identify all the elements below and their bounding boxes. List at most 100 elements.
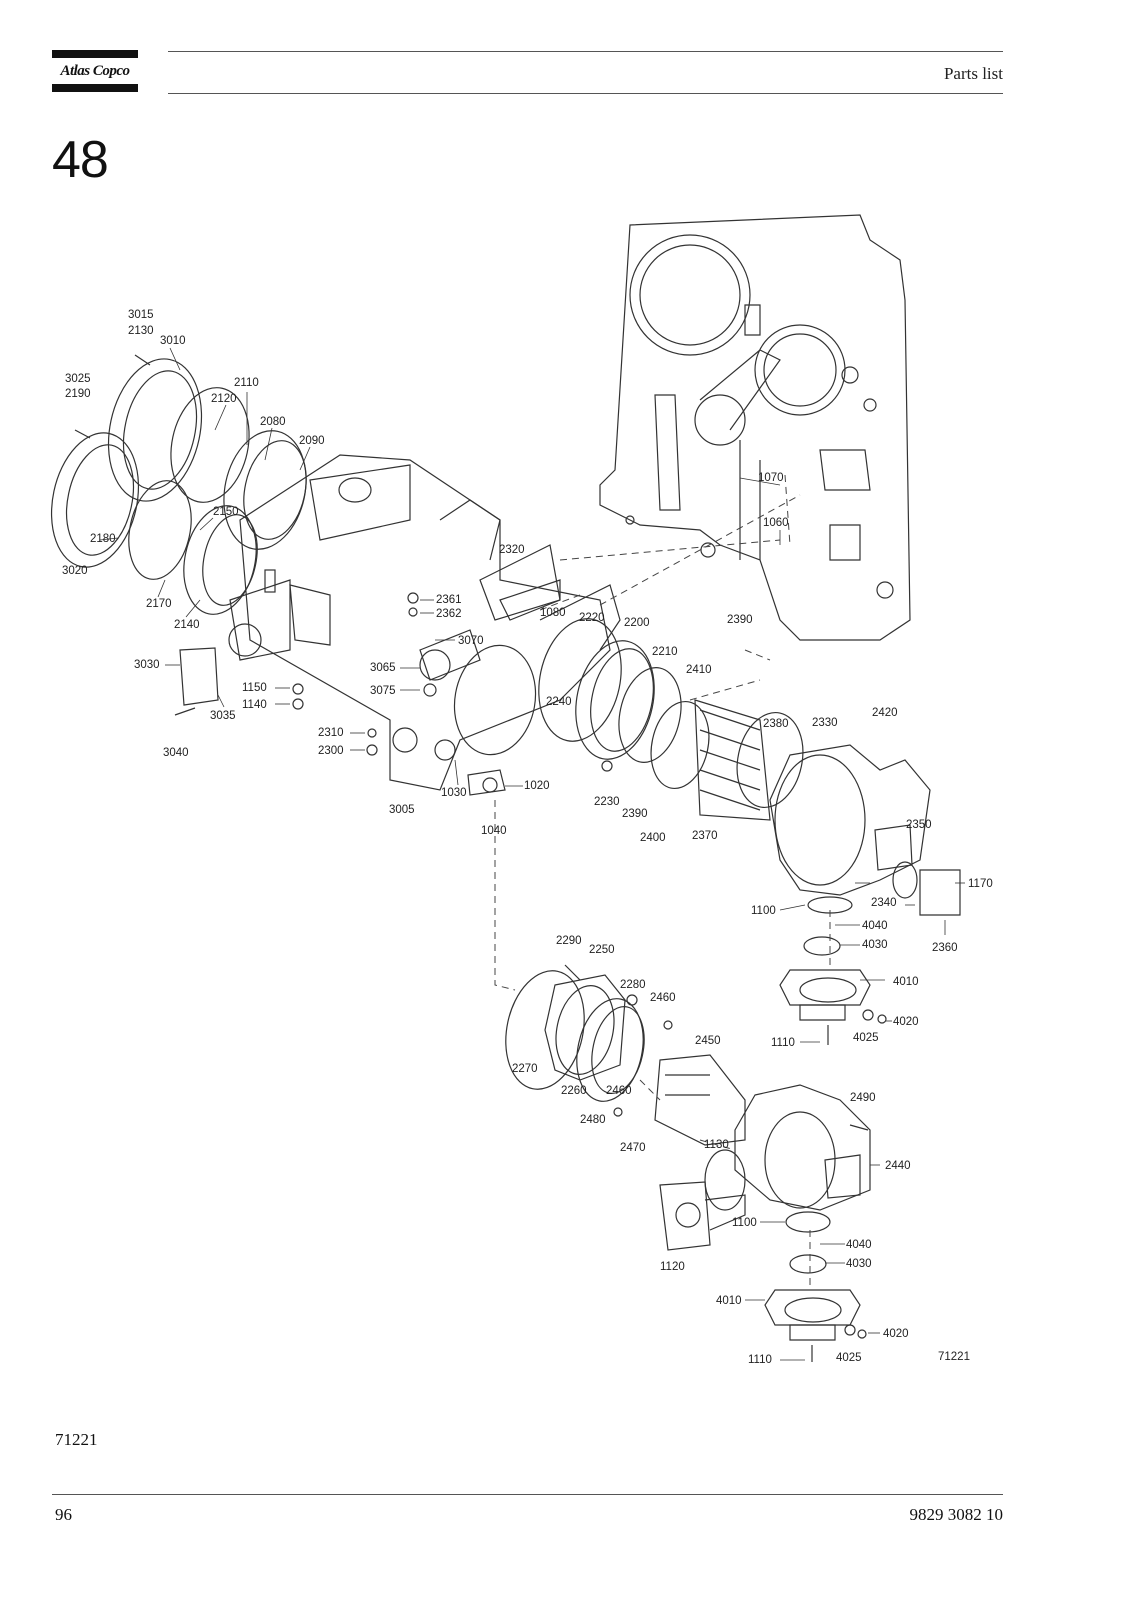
callout-2361: 2361 <box>436 594 462 606</box>
callout-2140: 2140 <box>174 619 200 631</box>
callout-3015: 3015 <box>128 309 154 321</box>
footer-figure-ref: 71221 <box>55 1430 98 1449</box>
callout-2090: 2090 <box>299 435 325 447</box>
callout-2380: 2380 <box>763 718 789 730</box>
callout-4010-lower: 4010 <box>716 1295 742 1307</box>
callout-2280: 2280 <box>620 979 646 991</box>
callout-4025-lower: 4025 <box>836 1352 862 1364</box>
footer-page-number: 96 <box>55 1505 72 1524</box>
callout-2290: 2290 <box>556 935 582 947</box>
callout-3025: 3025 <box>65 373 91 385</box>
callout-2340: 2340 <box>871 897 897 909</box>
callout-1140: 1140 <box>242 699 267 711</box>
footer-rule <box>52 1494 1003 1495</box>
callout-2320: 2320 <box>499 544 525 556</box>
callout-3005: 3005 <box>389 804 415 816</box>
callout-2220: 2220 <box>579 612 605 624</box>
header-rule-bottom <box>168 93 1003 94</box>
callout-2210: 2210 <box>652 646 678 658</box>
lower-outlet-housing <box>654 1054 871 1251</box>
callout-2130: 2130 <box>128 325 154 337</box>
callout-3070: 3070 <box>458 635 484 647</box>
callout-3040: 3040 <box>163 747 189 759</box>
callout-2450: 2450 <box>695 1035 721 1047</box>
callout-3020: 3020 <box>62 565 88 577</box>
callout-2250: 2250 <box>589 944 615 956</box>
callout-1020: 1020 <box>524 780 550 792</box>
middle-seal-rings <box>538 618 710 790</box>
callout-2230: 2230 <box>594 796 620 808</box>
callout-4030-lower: 4030 <box>846 1258 872 1270</box>
logo-text: Atlas Copco <box>60 63 130 79</box>
callout-2490: 2490 <box>850 1092 876 1104</box>
callout-2410: 2410 <box>686 664 712 676</box>
callout-4010-upper: 4010 <box>893 976 919 988</box>
callout-2150: 2150 <box>213 506 239 518</box>
callout-1130: 1130 <box>704 1139 729 1151</box>
check-valve-assembly-lower <box>764 1254 867 1362</box>
callout-1100-lower: 1100 <box>732 1217 757 1229</box>
callout-3075: 3075 <box>370 685 396 697</box>
cooler-and-outlet-housing <box>694 699 961 916</box>
callout-3065: 3065 <box>370 662 396 674</box>
callout-2362: 2362 <box>436 608 462 620</box>
callout-1060: 1060 <box>763 517 789 529</box>
section-label: Parts list <box>943 64 1003 83</box>
atlas-copco-logo: Atlas Copco <box>52 50 138 92</box>
footer-document-number: 9829 3082 10 <box>909 1505 1004 1524</box>
logo-bar-top <box>52 50 138 58</box>
left-covers <box>50 358 307 615</box>
callout-4020-upper: 4020 <box>893 1016 919 1028</box>
callout-4030-upper: 4030 <box>862 939 888 951</box>
part-callouts: 3015 2130 3010 3025 2190 2110 2120 2080 … <box>62 309 993 1366</box>
callout-2390-top: 2390 <box>727 614 753 626</box>
callout-4040-upper: 4040 <box>862 920 888 932</box>
callout-4020-lower: 4020 <box>883 1328 909 1340</box>
callout-2350: 2350 <box>906 819 932 831</box>
callout-4025-upper: 4025 <box>853 1032 879 1044</box>
assembly-dash-lines <box>494 474 831 1290</box>
callout-3035: 3035 <box>210 710 236 722</box>
callout-1100-upper: 1100 <box>751 905 776 917</box>
callout-2480: 2480 <box>580 1114 606 1126</box>
callout-2470: 2470 <box>620 1142 646 1154</box>
callout-1110-upper: 1110 <box>771 1037 795 1049</box>
callout-3010: 3010 <box>160 335 186 347</box>
callout-2420: 2420 <box>872 707 898 719</box>
callout-1040: 1040 <box>481 825 507 837</box>
callout-1150: 1150 <box>242 682 267 694</box>
header-rule-top <box>168 51 1003 52</box>
callout-2270: 2270 <box>512 1063 538 1075</box>
callout-1120: 1120 <box>660 1261 685 1273</box>
callout-1110-lower: 1110 <box>748 1354 772 1366</box>
callout-4040-lower: 4040 <box>846 1239 872 1251</box>
callout-2460-bottom: 2460 <box>606 1085 632 1097</box>
callout-3030: 3030 <box>134 659 160 671</box>
callout-2360: 2360 <box>932 942 958 954</box>
callout-2200: 2200 <box>624 617 650 629</box>
callout-2440: 2440 <box>885 1160 911 1172</box>
check-valve-assembly-upper <box>779 936 887 1045</box>
callout-2460-top: 2460 <box>650 992 676 1004</box>
callout-2330: 2330 <box>812 717 838 729</box>
callout-2370: 2370 <box>692 830 718 842</box>
drawing-figure-id: 71221 <box>938 1351 970 1363</box>
lower-flange-and-seals <box>505 964 673 1117</box>
callout-1080: 1080 <box>540 607 566 619</box>
callout-2190: 2190 <box>65 388 91 400</box>
callout-2300: 2300 <box>318 745 344 757</box>
callout-1170: 1170 <box>968 878 993 890</box>
callout-2310: 2310 <box>318 727 344 739</box>
callout-2110: 2110 <box>234 377 259 389</box>
logo-bar-bottom <box>52 84 138 92</box>
leader-lines <box>99 347 965 1361</box>
callout-2120: 2120 <box>211 393 237 405</box>
callout-2240: 2240 <box>546 696 572 708</box>
figure-number: 48 <box>52 131 109 189</box>
callout-2170: 2170 <box>146 598 172 610</box>
callout-1030: 1030 <box>441 787 467 799</box>
compressor-element-body <box>228 454 621 791</box>
callout-2080: 2080 <box>260 416 286 428</box>
left-small-parts <box>74 354 561 796</box>
